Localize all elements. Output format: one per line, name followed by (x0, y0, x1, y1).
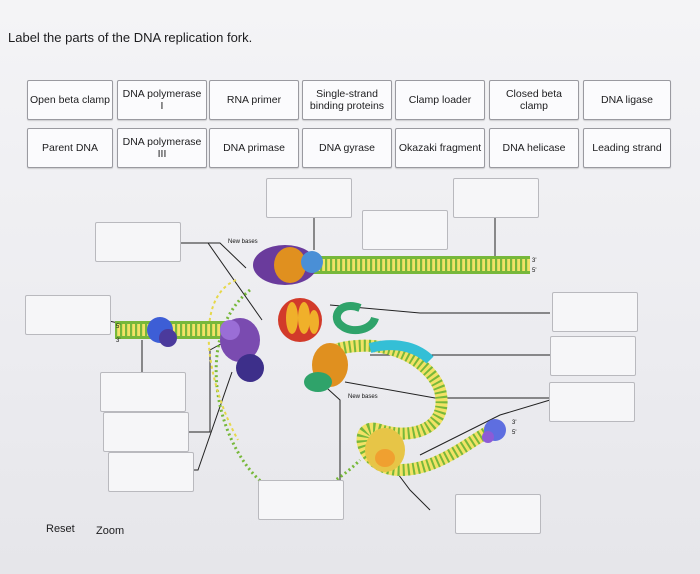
drop-target-13[interactable] (258, 480, 344, 520)
leader-lines (79, 218, 551, 520)
prime-3-top: 3' (532, 258, 536, 264)
zoom-button[interactable]: Zoom (96, 525, 125, 537)
drop-target-10[interactable] (103, 412, 189, 452)
drop-target-2[interactable] (453, 178, 539, 218)
label-chip-dna-gyrase[interactable]: DNA gyrase (302, 128, 392, 168)
drop-target-8[interactable] (100, 372, 186, 412)
label-chip-rna-primer[interactable]: RNA primer (209, 80, 299, 120)
drop-target-1[interactable] (266, 178, 352, 218)
drop-target-4[interactable] (362, 210, 448, 250)
label-chip-dna-polymerase-iii[interactable]: DNA polymerase III (117, 128, 207, 168)
label-chip-clamp-loader[interactable]: Clamp loader (395, 80, 485, 120)
prime-3-bottom: 3' (512, 420, 516, 426)
label-chip-dna-helicase[interactable]: DNA helicase (489, 128, 579, 168)
drop-target-3[interactable] (95, 222, 181, 262)
label-chip-leading-strand[interactable]: Leading strand (583, 128, 671, 168)
prime-5-bottom: 5' (512, 430, 516, 436)
drop-target-9[interactable] (549, 382, 635, 422)
label-chip-open-beta-clamp[interactable]: Open beta clamp (27, 80, 113, 120)
leading-strand-rungs (290, 258, 530, 272)
label-chip-okazaki-fragment[interactable]: Okazaki fragment (395, 128, 485, 168)
drop-target-5[interactable] (25, 295, 111, 335)
label-chip-single-strand-binding-proteins[interactable]: Single-strand binding proteins (302, 80, 392, 120)
label-chip-parent-dna[interactable]: Parent DNA (27, 128, 113, 168)
new-bases-top-label: New bases (228, 239, 258, 245)
label-chip-dna-ligase[interactable]: DNA ligase (583, 80, 671, 120)
page-title: Label the parts of the DNA replication f… (8, 30, 253, 45)
prime-3-left: 3' (116, 338, 120, 344)
open-beta-clamp (332, 302, 379, 335)
label-chip-closed-beta-clamp[interactable]: Closed beta clamp (489, 80, 579, 120)
drop-target-12[interactable] (455, 494, 541, 534)
drop-target-6[interactable] (552, 292, 638, 332)
drop-target-7[interactable] (550, 336, 636, 376)
reset-button[interactable]: Reset (46, 523, 75, 535)
rna-primer-segment (368, 340, 434, 364)
gyrase-blob (236, 354, 264, 382)
drop-target-11[interactable] (108, 452, 194, 492)
new-bases-bottom-label: New bases (348, 394, 378, 400)
prime-5-top: 5' (532, 268, 536, 274)
label-chip-dna-primase[interactable]: DNA primase (209, 128, 299, 168)
prime-5-left: 5' (116, 324, 120, 330)
label-chip-dna-polymerase-i[interactable]: DNA polymerase I (117, 80, 207, 120)
